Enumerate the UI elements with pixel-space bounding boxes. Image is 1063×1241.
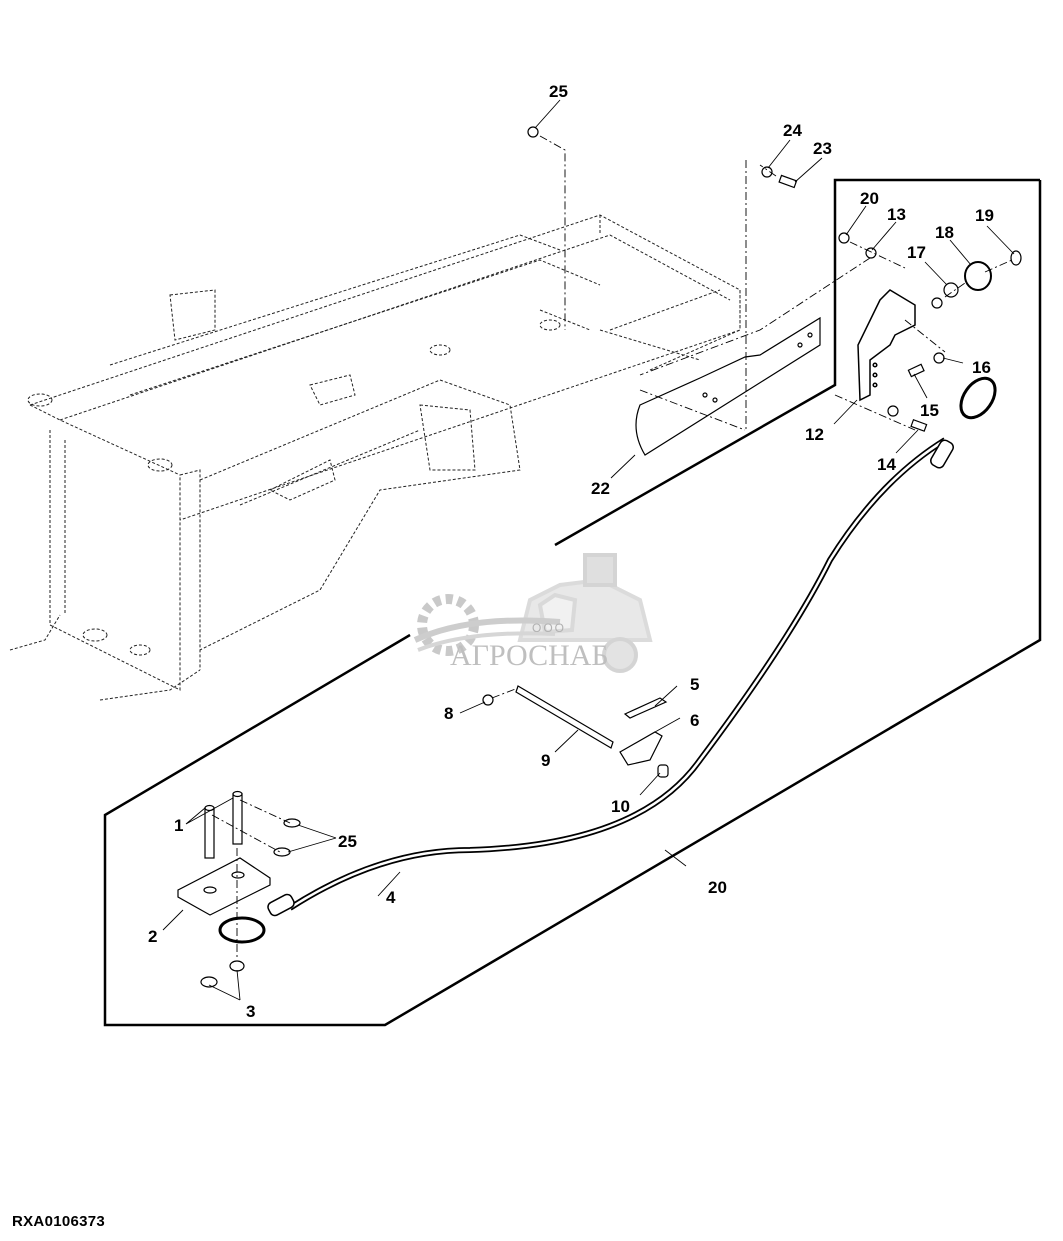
bracket-part-6	[619, 731, 663, 766]
rod-assembly	[515, 685, 668, 766]
cable-eyelet-upper	[959, 376, 997, 420]
washer-part-3a	[229, 960, 245, 972]
watermark-prefix: ООО	[532, 621, 566, 635]
callout-13[interactable]: 14	[877, 455, 896, 474]
callout-21[interactable]: 22	[591, 479, 610, 498]
callout-16[interactable]: 17	[907, 243, 926, 262]
nut-part-8	[482, 694, 494, 706]
callouts: 25 24 23 20 13 19 18 17 16 15 12 14 22 5…	[148, 82, 994, 1021]
plug-part-10	[657, 764, 669, 778]
callout-24[interactable]: 25	[549, 82, 568, 101]
strap-part-5	[623, 697, 668, 719]
washer-part-12	[865, 247, 877, 259]
tractor-frame	[9, 214, 741, 701]
cap-screw-part-22	[778, 174, 798, 189]
callout-22[interactable]: 23	[813, 139, 832, 158]
plate-part-2	[177, 857, 271, 916]
watermark-harvester-icon	[517, 553, 653, 673]
cotter-pin-part-25b	[273, 847, 291, 857]
knob-stem-part-16	[931, 297, 943, 309]
washer-part-3b	[200, 976, 218, 988]
cotter-pin-part-25a	[283, 818, 301, 828]
pin-part-1b	[232, 793, 243, 845]
callout-11[interactable]: 12	[805, 425, 824, 444]
callout-6[interactable]: 6	[690, 711, 699, 730]
callout-18[interactable]: 19	[975, 206, 994, 225]
plate-pin-assembly	[177, 790, 271, 916]
rod-part-9	[515, 685, 614, 749]
nut-part-24	[527, 126, 539, 138]
watermark-brand: АГРОСНАБ	[450, 639, 609, 672]
callout-9[interactable]: 9	[541, 751, 550, 770]
washer-part-19b	[887, 405, 899, 417]
leader-lines	[162, 99, 1015, 1001]
ground-cable-part-4	[218, 376, 997, 944]
callout-17[interactable]: 18	[935, 223, 954, 242]
reference-id: RXA0106373	[12, 1213, 106, 1230]
callout-15[interactable]: 16	[972, 358, 991, 377]
lock-washer-part-15	[933, 352, 945, 364]
watermark-gear-icon	[413, 594, 561, 656]
cap-screw-part-13	[910, 419, 928, 432]
callout-1[interactable]: 1	[174, 816, 183, 835]
screw-part-18	[1010, 250, 1022, 266]
callout-23[interactable]: 24	[783, 121, 802, 140]
watermark: ООО АГРОСНАБ	[413, 553, 653, 673]
callout-25[interactable]: 25	[338, 832, 357, 851]
plate-part-21	[635, 316, 821, 456]
knob-part-16	[943, 282, 959, 298]
callout-14[interactable]: 15	[920, 401, 939, 420]
callout-5[interactable]: 5	[690, 675, 699, 694]
disk-part-17	[964, 261, 992, 291]
callout-2[interactable]: 2	[148, 927, 157, 946]
callout-19[interactable]: 20	[860, 189, 879, 208]
washer-part-23	[761, 166, 773, 178]
callout-10[interactable]: 10	[611, 797, 630, 816]
callout-12[interactable]: 13	[887, 205, 906, 224]
cap-screw-part-14	[907, 363, 925, 378]
bracket-part-11	[857, 289, 916, 402]
callout-8[interactable]: 8	[444, 704, 453, 723]
alignment-lines	[211, 135, 1013, 960]
callout-3[interactable]: 3	[246, 1002, 255, 1021]
nut-part-19	[838, 232, 850, 244]
callout-4[interactable]: 4	[386, 888, 396, 907]
callout-20[interactable]: 20	[708, 878, 727, 897]
cable-eyelet-lower	[218, 916, 266, 944]
detail-panel-border	[103, 178, 1042, 1027]
hardware-parts	[200, 126, 1022, 988]
